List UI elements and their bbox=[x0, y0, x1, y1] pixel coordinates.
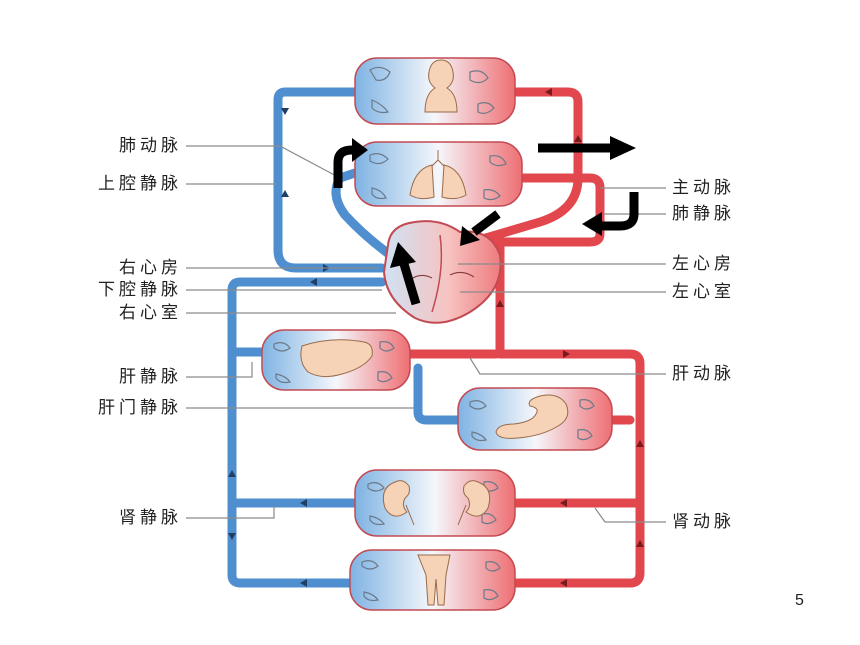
flow-arrow-icon bbox=[471, 210, 501, 236]
label-pulmonary-artery: 肺动脉 bbox=[119, 136, 182, 156]
label-left-ventricle: 左心室 bbox=[672, 282, 735, 302]
flow-arrow-icon bbox=[610, 136, 636, 160]
page-number: 5 bbox=[795, 592, 804, 609]
leader-lines bbox=[186, 145, 666, 523]
label-renal-vein: 肾静脉 bbox=[119, 508, 182, 528]
flow-arrow-icon bbox=[333, 145, 356, 188]
label-hepatic-portal-vein: 肝门静脉 bbox=[98, 398, 182, 418]
legs-icon bbox=[417, 554, 451, 606]
label-hepatic-vein: 肝静脉 bbox=[119, 367, 182, 387]
heart-icon bbox=[382, 220, 502, 324]
pulmonary-vein-vessel bbox=[425, 173, 605, 247]
flow-arrow-icon bbox=[600, 192, 639, 231]
superior-vena-cava-vessel bbox=[273, 87, 387, 273]
flow-arrow-icon bbox=[399, 262, 421, 306]
label-left-atrium: 左心房 bbox=[672, 254, 735, 274]
label-right-ventricle: 右心室 bbox=[119, 303, 182, 323]
stomach-intestine-icon bbox=[495, 394, 569, 439]
label-renal-artery: 肾动脉 bbox=[672, 512, 735, 532]
capillary-bed-lungs bbox=[354, 141, 523, 207]
label-right-atrium: 右心房 bbox=[119, 258, 182, 278]
head-torso-icon bbox=[424, 59, 458, 113]
aorta-right-trunk-vessel bbox=[495, 349, 645, 588]
flow-arrow-icon bbox=[352, 138, 368, 162]
hepatic-portal-vein-vessel bbox=[413, 363, 463, 425]
capillary-bed-kidneys bbox=[354, 469, 516, 537]
kidneys-icon bbox=[382, 480, 491, 526]
artery-flow-markers bbox=[496, 88, 644, 587]
arterial-vessels bbox=[405, 87, 645, 588]
flow-arrow-icon bbox=[460, 226, 480, 246]
vessel-flow-markers bbox=[228, 108, 330, 587]
lungs-icon bbox=[409, 150, 467, 200]
capillary-bed-liver bbox=[261, 329, 411, 391]
label-aorta: 主动脉 bbox=[672, 178, 735, 198]
label-pulmonary-vein: 肺静脉 bbox=[672, 204, 735, 224]
label-hepatic-artery: 肝动脉 bbox=[672, 364, 735, 384]
liver-icon bbox=[300, 339, 373, 378]
flow-arrows bbox=[333, 136, 639, 306]
inferior-vena-cava-vessel bbox=[227, 277, 387, 588]
flow-arrow-icon bbox=[390, 242, 416, 268]
capillary-bed-legs bbox=[349, 549, 516, 611]
capillary-bed-head bbox=[354, 57, 516, 125]
capillary-bed-stomach bbox=[457, 387, 613, 451]
label-superior-vena-cava: 上腔静脉 bbox=[98, 174, 182, 194]
label-inferior-vena-cava: 下腔静脉 bbox=[98, 280, 182, 300]
venous-vessels bbox=[227, 87, 463, 588]
flow-arrow-icon bbox=[582, 212, 602, 236]
